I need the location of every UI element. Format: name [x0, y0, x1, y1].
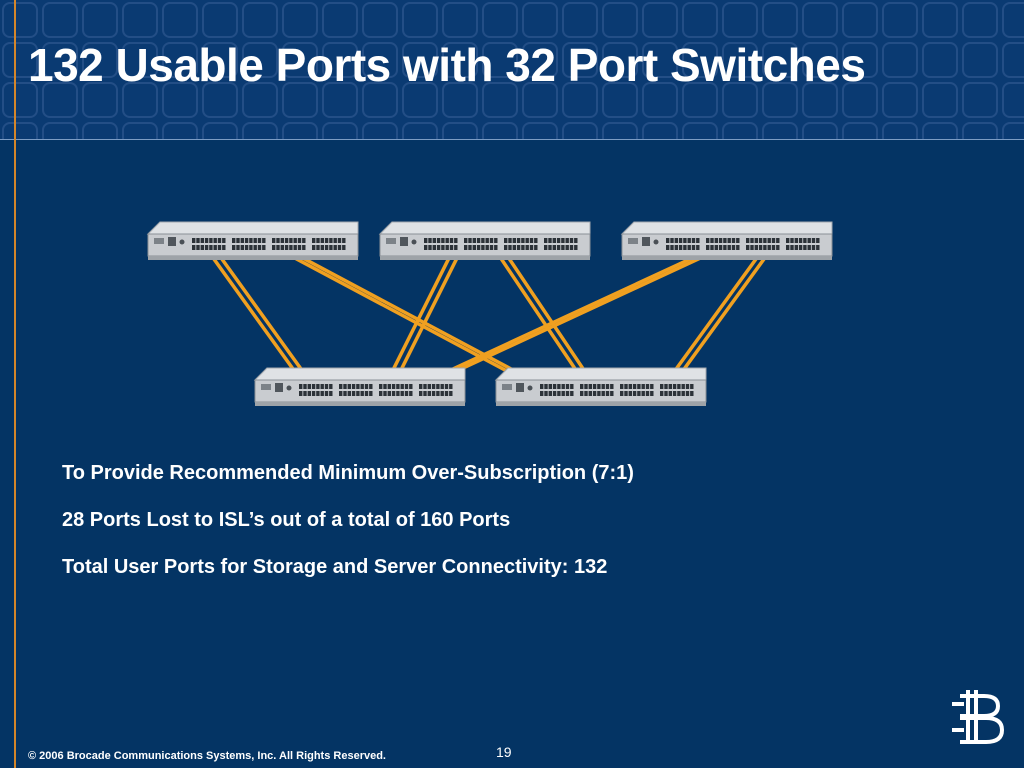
edge-switch-3: [620, 221, 833, 260]
bullet-item-3: Total User Ports for Storage and Server …: [62, 556, 608, 578]
core-switch-1: [253, 367, 466, 406]
copyright-footer: © 2006 Brocade Communications Systems, I…: [28, 750, 386, 762]
accent-vertical-rule: [14, 0, 16, 768]
network-topology-diagram: [146, 221, 833, 406]
brocade-logo-icon: [952, 690, 1004, 744]
bullet-item-2: 28 Ports Lost to ISL’s out of a total of…: [62, 509, 511, 531]
bullet-item-1: To Provide Recommended Minimum Over-Subs…: [62, 462, 634, 484]
edge-switch-2: [378, 221, 591, 260]
banner-grid-pattern: [0, 0, 1024, 140]
title-banner: [0, 0, 1024, 140]
bullet-list: To Provide Recommended Minimum Over-Subs…: [62, 462, 634, 603]
header-divider: [0, 139, 1024, 140]
core-switch-2: [494, 367, 707, 406]
edge-switch-1: [146, 221, 359, 260]
page-number: 19: [496, 744, 512, 760]
isl-link-2-1: [274, 246, 552, 396]
slide-title: 132 Usable Ports with 32 Port Switches: [28, 39, 866, 91]
